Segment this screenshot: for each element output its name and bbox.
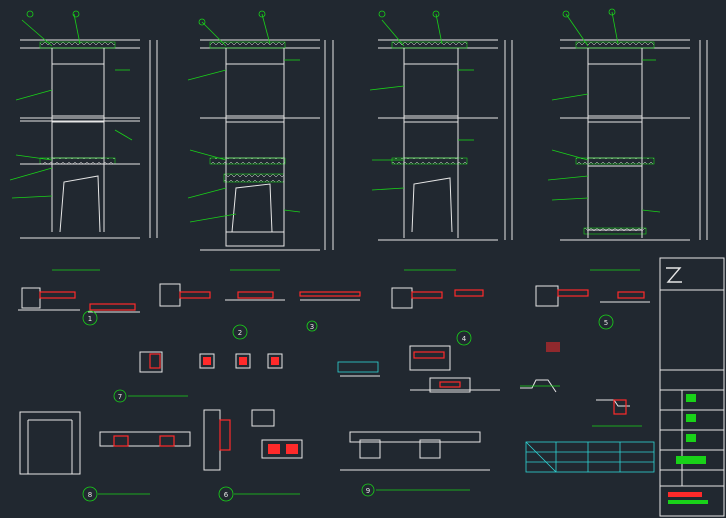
title-block	[659, 257, 725, 517]
company-logo-icon	[666, 267, 682, 283]
detail-number-6: 6	[224, 491, 229, 499]
detail-numbers: 1 2 3 4 5 7 8 6 9	[88, 315, 608, 499]
elevation-4	[547, 8, 708, 241]
detail-bubbles	[82, 310, 614, 502]
detail-row-3	[19, 409, 490, 475]
detail-number-9: 9	[366, 487, 370, 495]
detail-number-1: 1	[88, 315, 92, 323]
detail-number-2: 2	[238, 329, 242, 337]
detail-number-5: 5	[604, 319, 608, 327]
detail-number-4: 4	[462, 335, 467, 343]
detail-number-8: 8	[88, 491, 92, 499]
elevation-3	[369, 10, 513, 241]
detail-row-2	[139, 342, 642, 427]
schedule-table	[525, 441, 655, 473]
elevation-2	[187, 10, 334, 251]
detail-number-7: 7	[118, 393, 122, 401]
elevation-1	[9, 10, 158, 239]
detail-number-3: 3	[310, 323, 314, 331]
detail-row-1	[18, 283, 650, 313]
